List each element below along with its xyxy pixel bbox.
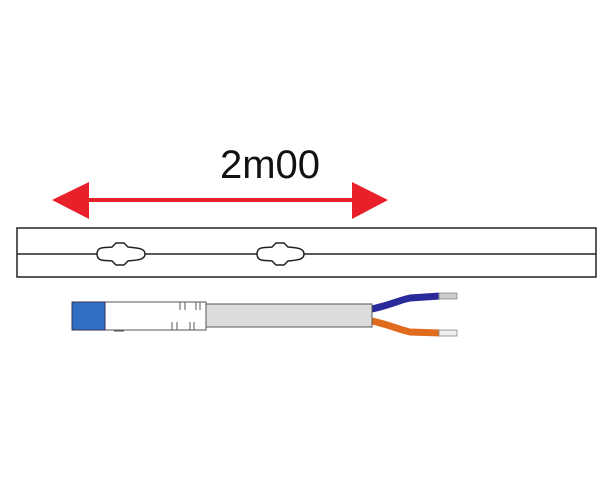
connector-plug [71,301,106,331]
dimension-arrow [52,182,388,219]
connector-clips [171,302,201,330]
cable-sheath [205,303,373,328]
mounting-slot [96,242,146,266]
connector-cable [71,292,458,337]
wire-orange [371,317,441,337]
wire-tip [438,329,458,337]
arrowhead-left [52,182,89,219]
mounting-slot [256,242,305,266]
wire-blue [371,292,441,313]
wire-tip [438,292,458,300]
dimension-label: 2m00 [220,143,320,187]
strip-outline [16,227,597,278]
led-strip [16,227,597,278]
arrowhead-right [352,182,388,219]
